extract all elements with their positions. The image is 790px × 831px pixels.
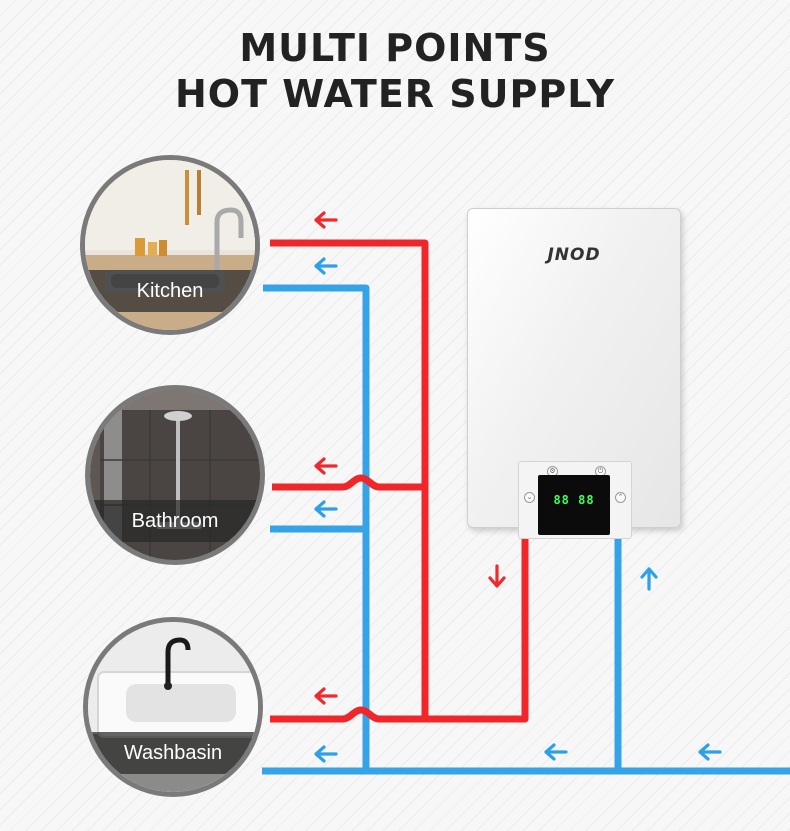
cold-flow-arrow-icon	[316, 259, 336, 273]
cold-flow-arrow-icon	[316, 502, 336, 516]
washbasin-circle: Washbasin	[83, 617, 263, 797]
hot-flow-arrow-icon	[316, 213, 336, 227]
cold-flow-arrow-icon	[700, 745, 720, 759]
control-panel: ⚙ ⏻ ⌄ ⌃ 88 88	[518, 461, 632, 539]
hot-flow-arrow-icon	[316, 689, 336, 703]
cold-flow-arrow-icon	[546, 745, 566, 759]
hot-flow-arrow-icon	[490, 566, 504, 586]
washbasin-label: Washbasin	[88, 732, 258, 774]
temperature-display: 88 88	[538, 475, 610, 535]
hot-pipe-bathroom	[272, 478, 425, 487]
water-heater: JNOD ⚙ ⏻ ⌄ ⌃ 88 88	[467, 208, 681, 528]
kitchen-label: Kitchen	[85, 270, 255, 312]
display-digits: 88 88	[538, 493, 610, 507]
kitchen-circle: Kitchen	[80, 155, 260, 335]
up-icon[interactable]: ⌃	[615, 492, 626, 503]
hot-flow-arrow-icon	[316, 459, 336, 473]
cold-flow-arrow-icon	[316, 747, 336, 761]
brand-logo: JNOD	[468, 245, 680, 265]
down-icon[interactable]: ⌄	[524, 492, 535, 503]
hot-pipe-washbasin	[270, 710, 425, 719]
bathroom-circle: Bathroom	[85, 385, 265, 565]
cold-flow-arrow-icon	[642, 569, 656, 589]
bathroom-label: Bathroom	[90, 500, 260, 542]
